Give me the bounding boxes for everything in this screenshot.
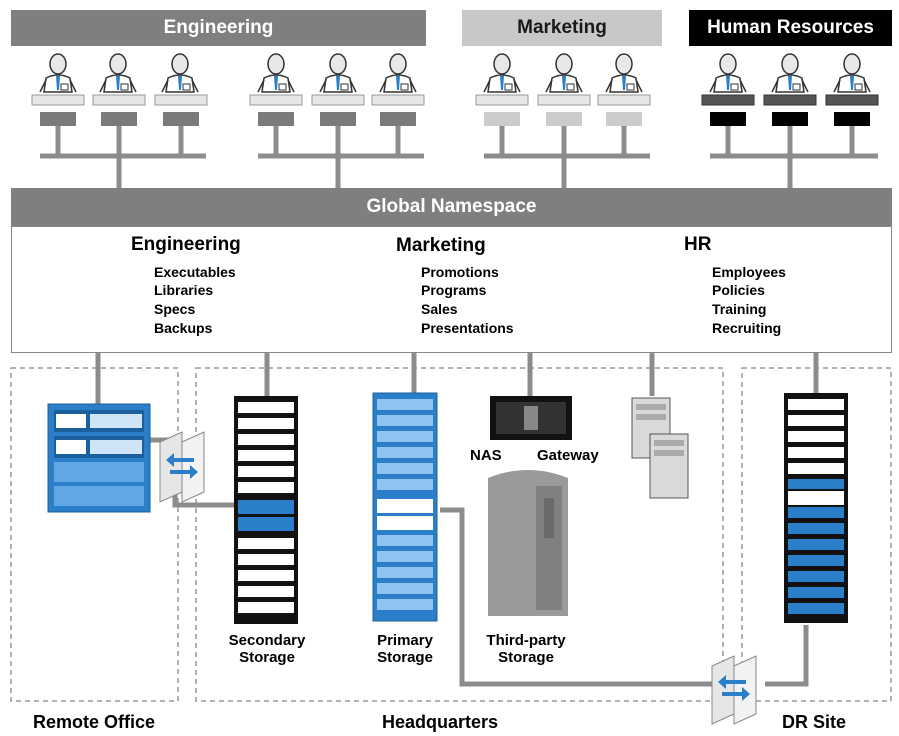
thirdparty-storage-label: Third-party Storage	[486, 632, 566, 666]
dept-bar-hr: Human Resources	[689, 10, 892, 46]
folder-item: Executables	[154, 264, 236, 280]
namespace-connectors	[95, 351, 819, 687]
dept-label: Marketing	[517, 17, 607, 38]
folder-item: Promotions	[421, 264, 499, 280]
dept-label: Human Resources	[707, 17, 874, 38]
folder-item: Policies	[712, 282, 765, 298]
primary-storage-label: Primary Storage	[377, 632, 433, 666]
folder-item: Employees	[712, 264, 786, 280]
eng-users-group-2	[249, 53, 425, 126]
replication-icon-dr	[711, 655, 757, 725]
folder-item: Recruiting	[712, 320, 782, 336]
user-network-lines	[40, 126, 878, 188]
folder-item: Specs	[154, 301, 196, 317]
dept-bar-marketing: Marketing	[462, 10, 662, 46]
folder-item: Backups	[154, 320, 213, 336]
global-namespace-title: Global Namespace	[11, 188, 892, 226]
dept-bar-engineering: Engineering	[11, 10, 426, 46]
secondary-storage-label: Secondary Storage	[228, 632, 306, 666]
folder-item: Libraries	[154, 282, 214, 298]
remote-storage	[47, 403, 151, 513]
dept-label: Engineering	[163, 17, 274, 38]
folder-item: Programs	[421, 282, 487, 298]
namespace-box	[11, 226, 892, 353]
nas-label: NAS	[470, 447, 502, 464]
secondary-storage-rack	[234, 396, 298, 624]
folder-item: Sales	[421, 301, 458, 317]
primary-storage-rack	[372, 392, 438, 622]
site-label-hq: Headquarters	[381, 712, 499, 732]
folder-root-engineering: Engineering	[131, 234, 241, 255]
site-label-dr: DR Site	[781, 712, 846, 732]
marketing-users-group	[475, 53, 651, 126]
thirdparty-storage	[488, 470, 568, 616]
nas-gateway	[490, 396, 572, 440]
hr-users-group	[701, 53, 879, 126]
gateway-label: Gateway	[537, 447, 599, 464]
eng-users-group-1	[31, 53, 208, 126]
dr-storage-rack	[784, 393, 848, 623]
folder-root-hr: HR	[684, 234, 712, 255]
replication-icon-remote	[159, 431, 205, 503]
site-label-remote: Remote Office	[32, 712, 156, 732]
folder-item: Training	[712, 301, 767, 317]
servers	[631, 397, 689, 499]
folder-item: Presentations	[421, 320, 514, 336]
folder-root-marketing: Marketing	[396, 235, 486, 256]
